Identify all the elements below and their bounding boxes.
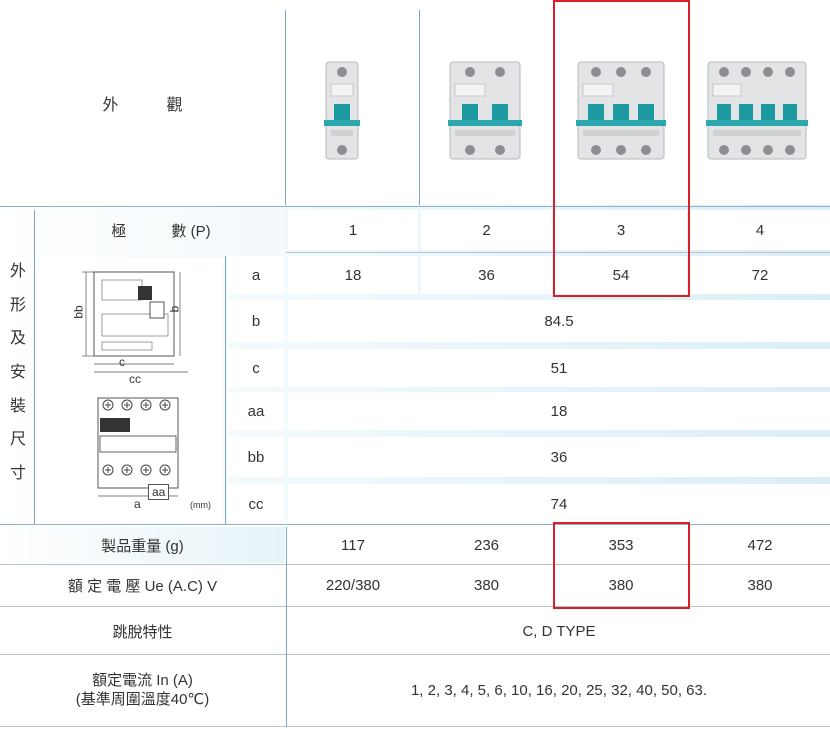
diagram-label-bb: bb bbox=[71, 305, 86, 319]
dim-c-value: 51 bbox=[288, 349, 830, 387]
dim-a-value: 54 bbox=[555, 256, 687, 294]
vertical-char: 外 bbox=[9, 263, 26, 280]
row-rule bbox=[0, 606, 830, 607]
highlight-3p-weight-voltage bbox=[553, 522, 690, 609]
dim-key-b: b bbox=[228, 300, 284, 342]
voltage-value: 380 bbox=[608, 576, 634, 594]
breaker-2p-image bbox=[448, 61, 522, 160]
vertical-char: 寸 bbox=[9, 465, 26, 483]
dim-key-bb: bb bbox=[228, 437, 284, 477]
col-divider bbox=[285, 10, 286, 205]
diagram-label-cc: cc bbox=[129, 372, 141, 386]
dim-cc-value: 74 bbox=[288, 484, 830, 524]
vertical-char: 形 bbox=[9, 296, 26, 314]
voltage-value: 220/380 bbox=[325, 576, 381, 594]
vertical-char: 尺 bbox=[9, 431, 26, 449]
current-label-line2: (基準周圍溫度40℃) bbox=[75, 691, 210, 708]
row-rule bbox=[0, 726, 830, 727]
diagram-label-a: a bbox=[134, 497, 141, 511]
vertical-char: 裝 bbox=[9, 397, 26, 415]
dim-key-cc: cc bbox=[228, 484, 284, 524]
col-divider bbox=[225, 256, 226, 524]
poles-label: 極 數 (P) bbox=[111, 222, 211, 240]
row-rule bbox=[286, 252, 830, 253]
dim-a-value: 36 bbox=[421, 256, 552, 294]
vertical-char: 安 bbox=[9, 364, 26, 382]
dim-a-value: 18 bbox=[288, 256, 418, 294]
col-divider bbox=[286, 527, 287, 727]
current-value: 1, 2, 3, 4, 5, 6, 10, 16, 20, 25, 32, 40… bbox=[410, 681, 708, 699]
diagram-label-b: b bbox=[167, 305, 182, 313]
poles-value: 4 bbox=[690, 210, 830, 250]
unit-label: (mm) bbox=[190, 500, 211, 510]
dimension-diagram bbox=[82, 271, 188, 497]
breaker-3p-image bbox=[576, 61, 666, 160]
dim-key-aa: aa bbox=[228, 392, 284, 430]
dimension-vertical-label: 外 形 及 安 裝 尺 寸 bbox=[0, 255, 36, 491]
row-rule bbox=[0, 206, 830, 207]
weight-value: 117 bbox=[341, 536, 365, 554]
dim-key-a: a bbox=[228, 256, 284, 294]
row-rule bbox=[0, 654, 830, 655]
col-divider bbox=[34, 210, 35, 524]
dim-aa-value: 18 bbox=[288, 392, 830, 430]
diagram-label-aa: aa bbox=[148, 484, 170, 500]
weight-value: 353 bbox=[608, 536, 634, 554]
trip-label: 跳脫特性 bbox=[112, 623, 173, 641]
highlight-3p-column bbox=[553, 0, 690, 297]
col-divider bbox=[419, 10, 420, 205]
vertical-char: 及 bbox=[9, 330, 26, 348]
current-label: 額定電流 In (A) (基準周圍溫度40℃) bbox=[0, 660, 285, 720]
diagram-label-c: c bbox=[119, 355, 125, 369]
dim-a-value: 72 bbox=[690, 256, 830, 294]
weight-value: 472 bbox=[747, 536, 773, 554]
voltage-value: 380 bbox=[747, 576, 773, 594]
voltage-value: 380 bbox=[473, 576, 500, 594]
dim-b-value: 84.5 bbox=[288, 300, 830, 342]
poles-value: 1 bbox=[288, 210, 418, 250]
dim-key-c: c bbox=[228, 349, 284, 387]
weight-label: 製品重量 (g) bbox=[0, 527, 285, 563]
voltage-label: 額 定 電 壓 Ue (A.C) V bbox=[67, 577, 218, 595]
breaker-1p-image bbox=[324, 61, 360, 160]
dim-bb-value: 36 bbox=[288, 437, 830, 477]
trip-value: C, D TYPE bbox=[522, 622, 596, 640]
appearance-label: 外 觀 bbox=[102, 96, 183, 114]
row-rule bbox=[0, 524, 830, 525]
poles-value: 3 bbox=[555, 210, 687, 250]
current-label-line1: 額定電流 In (A) bbox=[92, 672, 193, 689]
breaker-4p-image bbox=[706, 61, 808, 160]
weight-value: 236 bbox=[473, 536, 500, 554]
poles-value: 2 bbox=[421, 210, 552, 250]
row-rule bbox=[0, 564, 830, 565]
